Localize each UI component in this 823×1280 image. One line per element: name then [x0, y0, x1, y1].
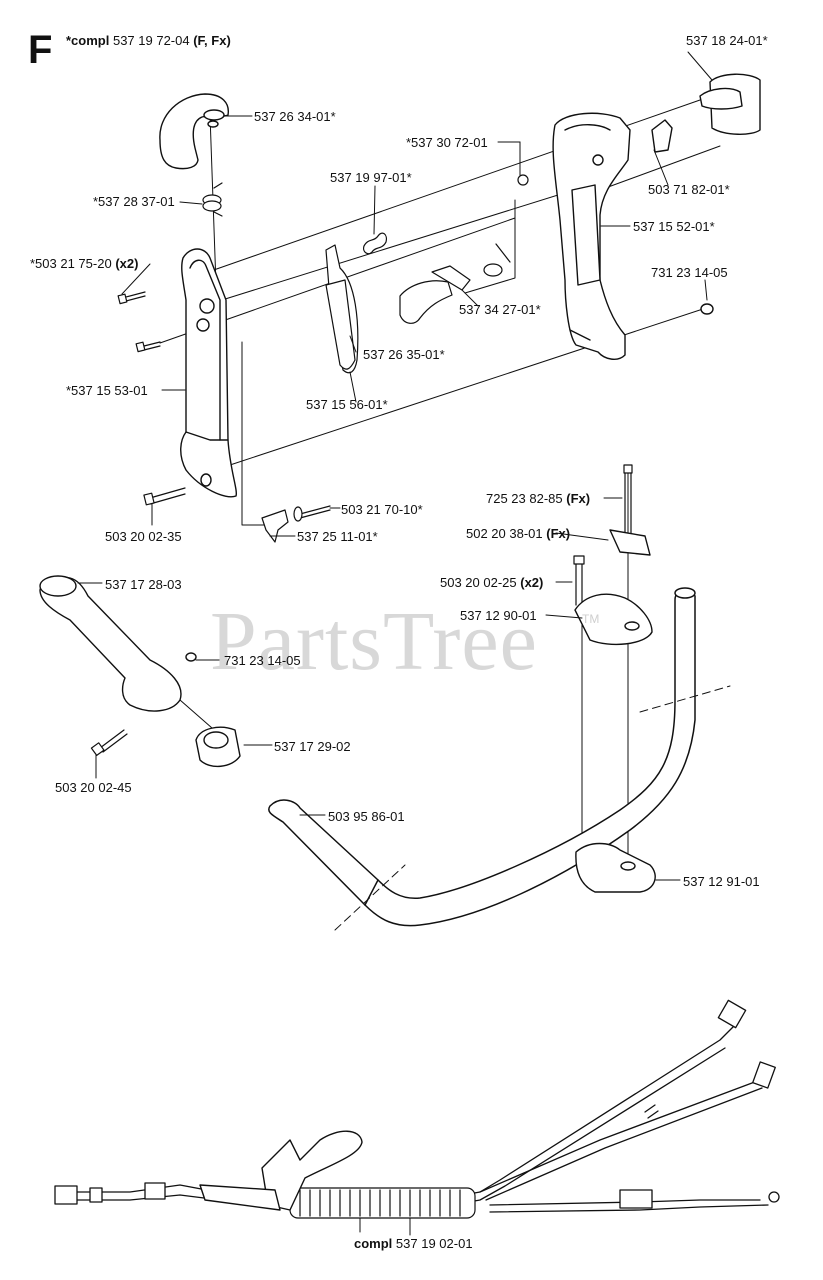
part-label[interactable]: *537 28 37-01	[93, 194, 175, 209]
part-label[interactable]: 537 15 52-01*	[633, 219, 715, 234]
part-label[interactable]: 503 20 02-35	[105, 529, 182, 544]
section-letter: F	[28, 28, 53, 72]
harness-label[interactable]: compl 537 19 02-01	[354, 1236, 473, 1251]
watermark-trademark: TM	[582, 612, 600, 626]
left-handle-half	[180, 248, 238, 498]
part-label[interactable]: *537 30 72-01	[406, 135, 488, 150]
part-label[interactable]: 537 19 97-01*	[330, 170, 412, 185]
part-label[interactable]: 503 21 70-10*	[341, 502, 423, 517]
part-label[interactable]: 537 17 28-03	[105, 577, 182, 592]
u-bar-tube	[268, 587, 696, 927]
part-qty: (Fx)	[566, 491, 591, 506]
tube-cut-marks	[334, 685, 731, 931]
part-label[interactable]: 502 20 38-01 (Fx)	[466, 526, 570, 541]
harness-number: 537 19 02-01	[395, 1236, 473, 1251]
part-label[interactable]: 731 23 14-05	[651, 265, 728, 280]
corrugated-sleeve	[289, 1187, 476, 1219]
part-number: 502 20 38-01	[466, 526, 543, 541]
assembly-lines	[159, 99, 721, 861]
clamp	[195, 726, 241, 767]
part-number: *503 21 75-20	[30, 256, 112, 271]
watermark: PartsTree	[210, 595, 538, 688]
spring-lever-group	[325, 174, 529, 374]
wiring-harness	[54, 999, 780, 1213]
lower-mount	[575, 842, 656, 893]
loop-handle-grip	[39, 575, 197, 712]
part-number: 725 23 82-85	[486, 491, 563, 506]
throttle-trigger	[199, 1130, 363, 1211]
part-label[interactable]: 537 34 27-01*	[459, 302, 541, 317]
upper-mount	[574, 529, 653, 646]
assembly-header: *compl 537 19 72-04 (F, Fx)	[66, 33, 231, 48]
part-label[interactable]: 731 23 14-05	[224, 653, 301, 668]
part-qty: (Fx)	[546, 526, 571, 541]
clip	[261, 509, 289, 543]
part-label[interactable]: 537 12 91-01	[683, 874, 760, 889]
part-qty: (x2)	[520, 575, 544, 590]
right-handle-half	[552, 112, 631, 360]
part-label[interactable]: 537 12 90-01	[460, 608, 537, 623]
part-label[interactable]: 503 95 86-01	[328, 809, 405, 824]
leader-lines	[359, 1217, 411, 1236]
assembly-header-prefix: *compl	[66, 33, 110, 48]
ring-spring	[202, 182, 223, 217]
top-right-bracket	[651, 73, 761, 315]
part-label[interactable]: 537 15 56-01*	[306, 397, 388, 412]
part-label[interactable]: 503 20 02-25 (x2)	[440, 575, 543, 590]
part-label[interactable]: 537 17 29-02	[274, 739, 351, 754]
part-label[interactable]: 537 25 11-01*	[297, 529, 378, 544]
part-label[interactable]: *503 21 75-20 (x2)	[30, 256, 138, 271]
part-qty: (x2)	[115, 256, 139, 271]
part-label[interactable]: 537 18 24-01*	[686, 33, 768, 48]
handle-cap	[159, 93, 229, 170]
part-number: 503 20 02-25	[440, 575, 517, 590]
part-label[interactable]: *537 15 53-01	[66, 383, 148, 398]
screws	[90, 291, 633, 756]
label-leaders	[77, 51, 713, 881]
part-label[interactable]: 537 26 35-01*	[363, 347, 445, 362]
part-label[interactable]: 503 20 02-45	[55, 780, 132, 795]
part-label[interactable]: 725 23 82-85 (Fx)	[486, 491, 590, 506]
part-label[interactable]: 537 26 34-01*	[254, 109, 336, 124]
assembly-header-number: 537 19 72-04	[112, 33, 190, 48]
assembly-header-variant: (F, Fx)	[193, 33, 231, 48]
part-label[interactable]: 503 71 82-01*	[648, 182, 730, 197]
harness-prefix: compl	[354, 1236, 393, 1251]
